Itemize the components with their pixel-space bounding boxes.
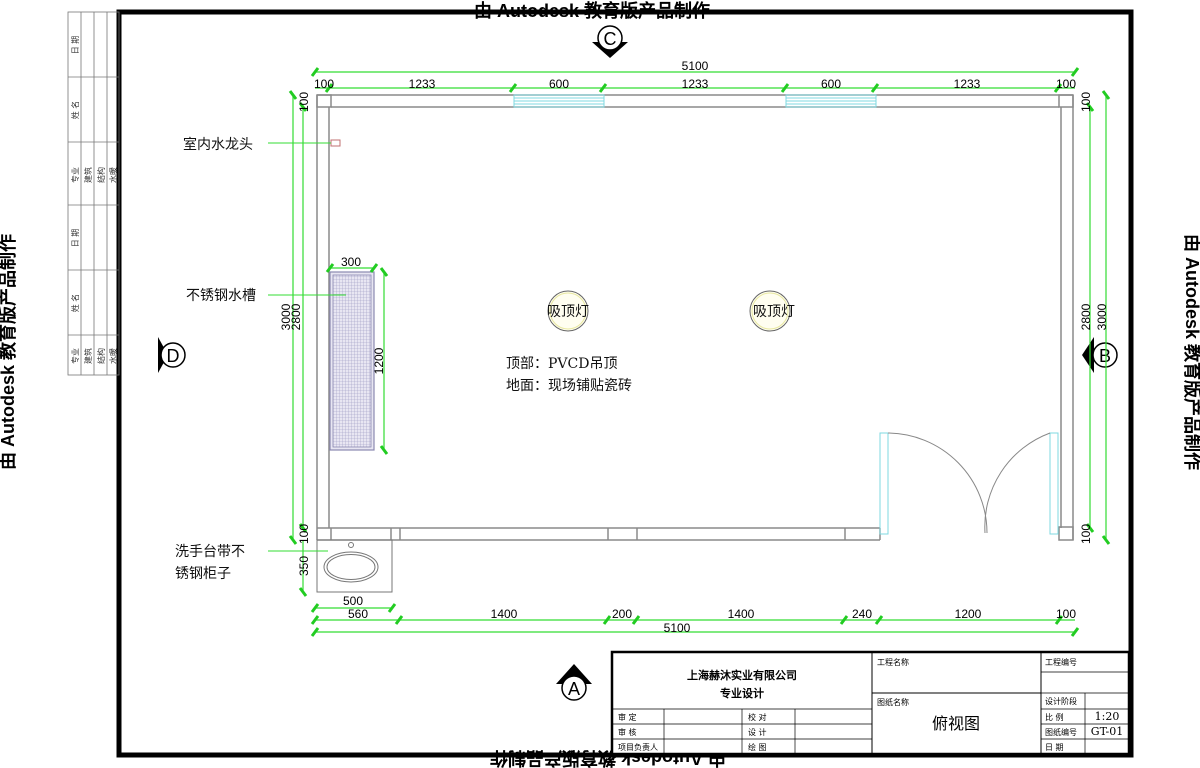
dim-bottom-5: 1200 (955, 607, 982, 621)
title-subtitle: 专业设计 (720, 686, 764, 700)
side-discipline-2-2: 结构 (96, 348, 106, 364)
dim-bottom-4: 240 (852, 607, 872, 621)
side-date-label-2: 日 期 (71, 229, 80, 248)
dim-bottom-3: 1400 (728, 607, 755, 621)
project-no-label: 工程编号 (1045, 657, 1077, 667)
drawing-no-value: GT-01 (1091, 725, 1123, 738)
row1-label1: 审 核 (618, 727, 637, 737)
ceiling-light-1 (547, 290, 589, 332)
dim-sink-width: 300 (341, 255, 361, 269)
side-discipline-3: 水暖 (108, 167, 118, 183)
dim-bottom-6: 100 (1056, 607, 1076, 621)
dim-top-1: 1233 (409, 77, 436, 91)
floor-note: 地面：现场铺贴瓷砖 (506, 378, 632, 394)
dimension-lines (292, 71, 1107, 633)
dim-bottom-total: 5100 (664, 621, 691, 635)
basin-label-line1: 洗手台带不 (175, 544, 245, 560)
dim-top-4: 600 (821, 77, 841, 91)
dim-bottom-2: 200 (612, 607, 632, 621)
side-signature-table (67, 11, 120, 376)
dim-left-bottom: 100 (297, 524, 311, 544)
walls (316, 94, 1074, 541)
ceiling-light-label-2: 吸顶灯 (753, 304, 795, 320)
section-marker-a[interactable]: A (556, 664, 592, 701)
basin-label-line2: 锈钢柜子 (175, 566, 231, 582)
section-marker-d[interactable]: D (158, 337, 186, 373)
dim-sink-length: 1200 (372, 347, 386, 374)
side-date-label: 日 期 (71, 36, 80, 55)
stainless-sink (329, 271, 375, 451)
dim-bottom-1: 1400 (491, 607, 518, 621)
window-1 (513, 94, 605, 108)
dim-right-inner: 2800 (1079, 303, 1093, 330)
scale-value: 1:20 (1095, 710, 1120, 723)
side-name-label: 姓 名 (70, 101, 80, 120)
row2-label2: 绘 图 (748, 742, 767, 752)
dim-left-outer: 3000 (279, 303, 293, 330)
dim-top-0: 100 (314, 77, 334, 91)
row1-label2: 设 计 (748, 727, 767, 737)
project-name-label: 工程名称 (877, 657, 909, 667)
design-stage-label: 设计阶段 (1045, 696, 1077, 706)
double-door (879, 432, 1059, 535)
dimension-ticks (288, 67, 1111, 637)
dim-top-total: 5100 (682, 59, 709, 73)
window-2 (785, 94, 877, 108)
row0-label2: 校 对 (748, 712, 767, 722)
ceiling-light-label-1: 吸顶灯 (547, 304, 589, 320)
dim-top-3: 1233 (682, 77, 709, 91)
section-marker-c[interactable]: C (592, 25, 628, 58)
dim-basin-depth: 350 (297, 556, 311, 576)
side-discipline-2-0: 专业 (70, 348, 80, 364)
watermark-top: 由 Autodesk 教育版产品制作 (474, 0, 710, 21)
date-label: 日 期 (1045, 743, 1064, 752)
row2-label1: 项目负责人 (618, 742, 658, 752)
dim-right-top: 100 (1079, 92, 1093, 112)
ceiling-light-2 (749, 290, 791, 332)
svg-text:D: D (167, 346, 180, 366)
watermark-left: 由 Autodesk 教育版产品制作 (0, 234, 18, 470)
svg-text:A: A (568, 679, 580, 699)
faucet-symbol (330, 139, 341, 147)
dim-bottom-0: 560 (348, 607, 368, 621)
faucet-label: 室内水龙头 (183, 136, 253, 153)
side-discipline-2-3: 水暖 (108, 348, 118, 364)
row0-label1: 审 定 (618, 712, 637, 722)
ceiling-note: 顶部：PVCD吊顶 (506, 356, 617, 372)
dim-right-outer: 3000 (1095, 303, 1109, 330)
side-name-label-2: 姓 名 (70, 294, 80, 313)
svg-text:B: B (1099, 346, 1111, 366)
side-discipline-2: 结构 (96, 167, 106, 183)
dim-basin-width: 500 (343, 594, 363, 608)
section-marker-b[interactable]: B (1082, 337, 1118, 373)
dim-top-5: 1233 (954, 77, 981, 91)
company-name: 上海赫沐实业有限公司 (687, 668, 797, 682)
side-discipline-1: 建筑 (83, 167, 93, 183)
sink-label: 不锈钢水槽 (186, 288, 256, 304)
side-discipline-2-1: 建筑 (83, 348, 93, 364)
drawing-name: 俯视图 (932, 714, 980, 733)
dim-left-inner: 2800 (289, 303, 303, 330)
washbasin-cabinet (316, 539, 393, 593)
dim-top-2: 600 (549, 77, 569, 91)
svg-text:C: C (604, 29, 617, 49)
side-discipline-0: 专业 (70, 167, 80, 183)
drawing-name-label: 图纸名称 (877, 697, 909, 707)
drawing-no-label: 图纸编号 (1045, 727, 1077, 737)
title-block (610, 650, 1131, 756)
dim-right-bottom: 100 (1079, 524, 1093, 544)
dim-top-6: 100 (1056, 77, 1076, 91)
scale-label: 比 例 (1045, 712, 1064, 722)
dim-left-top: 100 (297, 92, 311, 112)
watermark-right: 由 Autodesk 教育版产品制作 (1182, 234, 1200, 470)
